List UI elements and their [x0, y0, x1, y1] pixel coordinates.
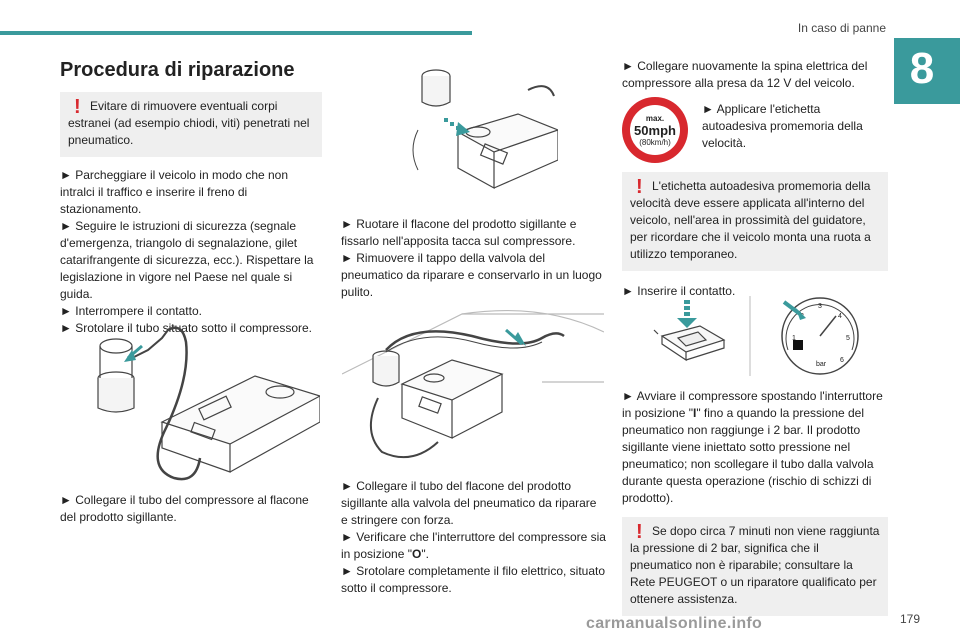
step-item: ► Applicare l'etichetta autoadesiva prom…: [702, 102, 863, 150]
arrow-icon: ►: [60, 168, 72, 182]
switch-position-i: I: [692, 406, 697, 420]
watermark: carmanualsonline.info: [586, 615, 763, 632]
arrow-icon: ►: [622, 284, 634, 298]
column-2-steps-a: ► Ruotare il flacone del prodotto sigill…: [341, 216, 606, 301]
warning-icon: !: [636, 176, 643, 198]
arrow-icon: ►: [341, 564, 353, 578]
gauge-tick-6: 6: [840, 357, 844, 364]
page-title: Procedura di riparazione: [60, 59, 295, 81]
arrow-icon: ►: [60, 321, 72, 335]
compressor-hose-illustration: [97, 326, 320, 481]
warning-box: ! Evitare di rimuovere eventuali corpi e…: [60, 92, 322, 157]
step-item: ► Parcheggiare il veicolo in modo che no…: [60, 168, 289, 216]
gauge-tick-3: 3: [818, 303, 822, 310]
step-item: ► Rimuovere il tappo della valvola del p…: [341, 251, 602, 299]
step-item: ► Verificare che l'interruttore del comp…: [341, 530, 606, 561]
gauge-tick-1: 1: [792, 335, 796, 342]
warning-icon: !: [636, 521, 643, 543]
sticker-step: ► Applicare l'etichetta autoadesiva prom…: [702, 101, 888, 152]
warning-text: L'etichetta autoadesiva promemoria della…: [630, 179, 871, 261]
step-item: ► Collegare nuovamente la spina elettric…: [622, 59, 868, 90]
step-item: ► Seguire le istruzioni di sicurezza (se…: [60, 219, 314, 301]
gauge-tick-4: 4: [838, 313, 842, 320]
column-3: ► Collegare nuovamente la spina elettric…: [622, 58, 888, 92]
speed-label-kmh: (80km/h): [639, 138, 671, 147]
step-item: ► Collegare il tubo del flacone del prod…: [341, 479, 597, 527]
step-item: ► Srotolare il tubo situato sotto il com…: [60, 321, 313, 335]
arrow-icon: ►: [341, 251, 353, 265]
column-3-middle: ! L'etichetta autoadesiva promemoria del…: [622, 172, 888, 300]
switch-position-o: O: [411, 547, 422, 561]
warning-box: ! L'etichetta autoadesiva promemoria del…: [622, 172, 888, 271]
gauge-tick-5: 5: [846, 335, 850, 342]
header-accent-bar: [0, 31, 472, 35]
speed-label-mph: 50mph: [634, 123, 676, 138]
step-item: ► Srotolare completamente il filo elettr…: [341, 564, 606, 595]
warning-text: Evitare di rimuovere eventuali corpi est…: [68, 99, 310, 147]
warning-icon: !: [74, 96, 81, 118]
step-item: ► Interrompere il contatto.: [60, 304, 202, 318]
column-3-lower: ► Avviare il compressore spostando l'int…: [622, 388, 888, 616]
step-item: ► Ruotare il flacone del prodotto sigill…: [341, 217, 577, 248]
arrow-icon: ►: [341, 217, 353, 231]
bottle-fixing-illustration: [412, 69, 558, 190]
chapter-tab: 8: [894, 38, 960, 104]
arrow-icon: ►: [60, 304, 72, 318]
valve-connection-illustration: [342, 309, 604, 459]
step-item: ► Avviare il compressore spostando l'int…: [622, 389, 883, 505]
column-1-lower: ► Collegare il tubo del compressore al f…: [60, 492, 322, 526]
column-1: Procedura di riparazione ! Evitare di ri…: [60, 58, 322, 337]
arrow-icon: ►: [622, 59, 634, 73]
arrow-icon: ►: [702, 102, 714, 116]
arrow-icon: ►: [60, 493, 72, 507]
speed-limit-sticker-icon: max. 50mph (80km/h): [622, 97, 688, 163]
gauge-unit: bar: [816, 361, 827, 368]
column-2-steps-b: ► Collegare il tubo del flacone del prod…: [341, 478, 606, 597]
arrow-icon: ►: [341, 530, 353, 544]
step-item: ► Collegare il tubo del compressore al f…: [60, 493, 309, 524]
step-item: ► Inserire il contatto.: [622, 284, 736, 298]
warning-text: Se dopo circa 7 minuti non viene raggiun…: [630, 524, 880, 606]
arrow-icon: ►: [341, 479, 353, 493]
steps-list: ► Parcheggiare il veicolo in modo che no…: [60, 167, 322, 337]
arrow-icon: ►: [622, 389, 634, 403]
warning-box: ! Se dopo circa 7 minuti non viene raggi…: [622, 517, 888, 616]
chapter-number: 8: [909, 44, 935, 93]
arrow-icon: ►: [60, 219, 72, 233]
section-title: In caso di panne: [797, 21, 886, 35]
switch-and-gauge-illustration: 1 2 3 4 5 6 bar: [653, 296, 859, 376]
page-number: 179: [900, 612, 921, 626]
speed-label-max: max.: [646, 114, 664, 123]
